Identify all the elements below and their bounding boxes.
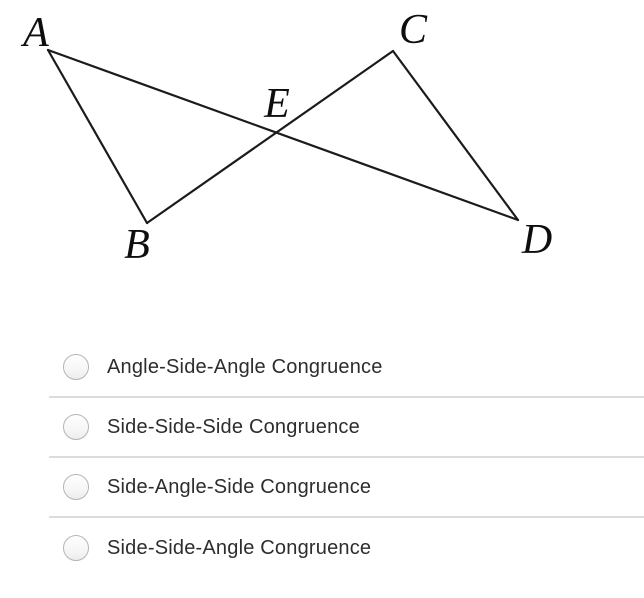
option-label: Side-Side-Angle Congruence — [107, 536, 372, 559]
vertex-label-D: D — [521, 217, 552, 263]
vertex-label-A: A — [20, 10, 49, 56]
answer-option-row[interactable]: Side-Side-Side Congruence — [49, 398, 644, 458]
diagram-segment-BC — [145, 49, 395, 225]
vertex-label-B: B — [124, 222, 150, 268]
option-label: Side-Side-Side Congruence — [107, 415, 360, 438]
vertex-label-E: E — [263, 81, 290, 127]
radio-button-icon[interactable] — [63, 414, 89, 440]
geometry-diagram: A B C D E — [20, 7, 552, 268]
option-label: Side-Angle-Side Congruence — [107, 475, 372, 498]
radio-button-icon[interactable] — [63, 474, 89, 500]
diagram-svg: A B C D E — [20, 7, 552, 268]
answer-option-row[interactable]: Side-Angle-Side Congruence — [49, 458, 644, 518]
vertex-label-C: C — [399, 7, 428, 53]
option-label: Angle-Side-Angle Congruence — [107, 355, 383, 378]
diagram-segment-AB — [46, 48, 149, 225]
diagram-segment-CD — [391, 49, 520, 222]
radio-button-icon[interactable] — [63, 354, 89, 380]
diagram-segment-AD — [46, 48, 520, 222]
answer-option-row[interactable]: Side-Side-Angle Congruence — [49, 518, 644, 578]
radio-button-icon[interactable] — [63, 535, 89, 561]
answer-options: Angle-Side-Angle Congruence Side-Side-Si… — [0, 338, 644, 578]
answer-option-row[interactable]: Angle-Side-Angle Congruence — [49, 338, 644, 398]
